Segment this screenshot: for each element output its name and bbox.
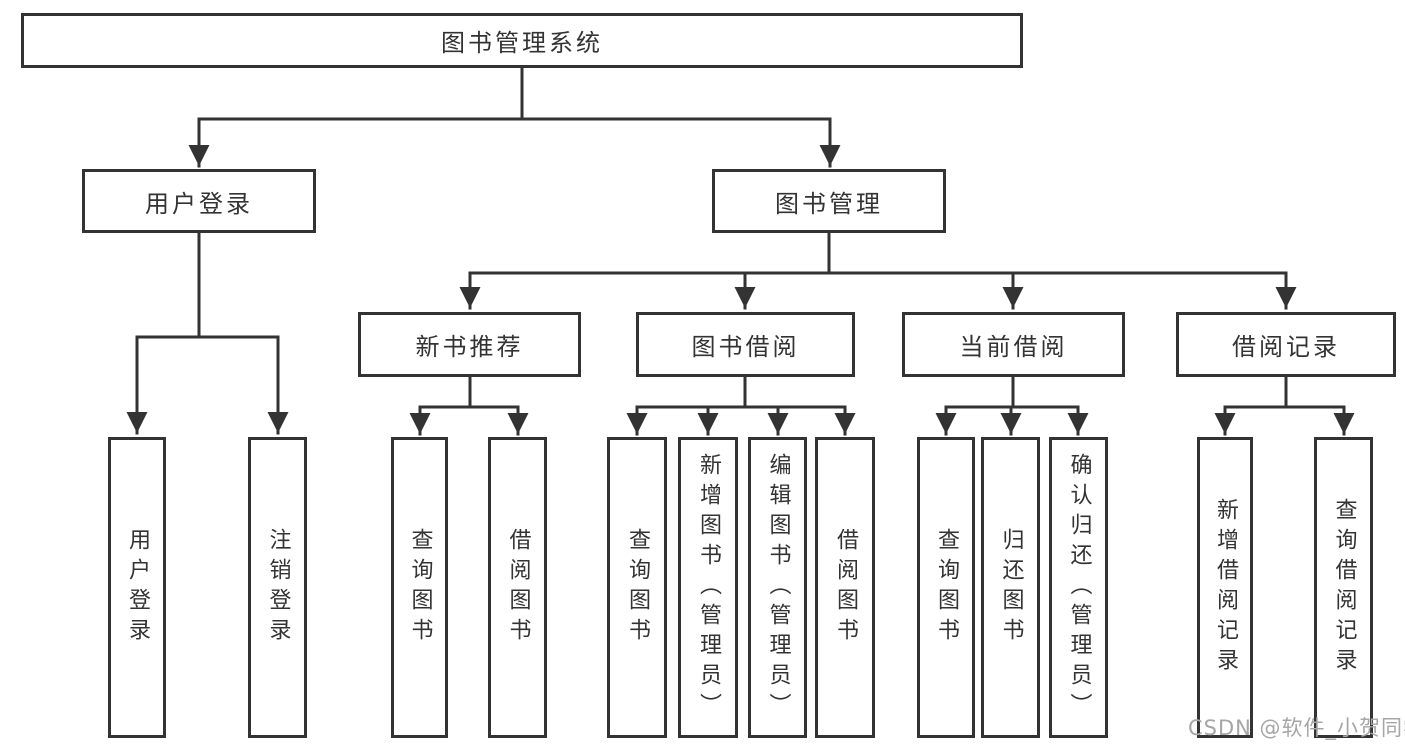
leaf-label: 注销登录 bbox=[265, 527, 291, 648]
edge-book-mgmt-to-modules bbox=[459, 231, 1297, 310]
edge-user-login-to-leaves bbox=[126, 231, 289, 435]
leaf-label: 借阅图书 bbox=[833, 527, 858, 648]
edge-current-to-leaves bbox=[935, 375, 1089, 436]
leaf-label: 借阅图书 bbox=[505, 527, 531, 648]
leaf-label: 查询图书 bbox=[407, 527, 433, 648]
node-book-borrow: 图书借阅 bbox=[636, 312, 855, 377]
leaf-rec-query-books: 查询图书 bbox=[391, 437, 448, 738]
leaf-record-add-borrow-record: 新增借阅记录 bbox=[1197, 437, 1253, 738]
edge-root-to-branches bbox=[188, 66, 841, 168]
edge-borrow-to-leaves bbox=[626, 375, 856, 436]
node-label: 新书推荐 bbox=[415, 333, 524, 361]
node-label: 借阅记录 bbox=[1232, 333, 1340, 361]
leaf-label: 新增借阅记录 bbox=[1213, 497, 1238, 678]
edge-record-to-leaves bbox=[1214, 375, 1355, 436]
leaf-user-login: 用户登录 bbox=[108, 437, 166, 738]
leaf-borrow-borrow-books: 借阅图书 bbox=[815, 437, 875, 738]
leaf-label: 归还图书 bbox=[998, 527, 1024, 648]
node-label: 图书管理 bbox=[775, 189, 883, 218]
node-borrow-record: 借阅记录 bbox=[1176, 312, 1396, 377]
leaf-borrow-edit-books-admin: 编辑图书（管理员） bbox=[748, 437, 807, 738]
node-current-borrow: 当前借阅 bbox=[902, 312, 1125, 377]
leaf-current-query-books: 查询图书 bbox=[917, 437, 975, 738]
leaf-label: 编辑图书（管理员） bbox=[765, 452, 791, 723]
leaf-logout: 注销登录 bbox=[248, 437, 307, 738]
node-user-login: 用户登录 bbox=[82, 169, 316, 233]
leaf-borrow-query-books: 查询图书 bbox=[607, 437, 667, 738]
leaf-current-return-books: 归还图书 bbox=[981, 437, 1040, 738]
leaf-current-confirm-return-admin: 确认归还（管理员） bbox=[1049, 437, 1108, 738]
leaf-label: 确认归还（管理员） bbox=[1066, 452, 1092, 723]
edge-rec-to-leaves bbox=[409, 375, 529, 436]
node-label: 图书借阅 bbox=[691, 333, 800, 361]
node-book-mgmt: 图书管理 bbox=[712, 169, 946, 233]
leaf-label: 查询借阅记录 bbox=[1331, 497, 1357, 678]
leaf-rec-borrow-books: 借阅图书 bbox=[488, 437, 547, 738]
node-label: 用户登录 bbox=[145, 189, 253, 218]
leaf-borrow-add-books-admin: 新增图书（管理员） bbox=[678, 437, 738, 738]
node-label: 当前借阅 bbox=[959, 333, 1068, 361]
leaf-label: 查询图书 bbox=[934, 527, 959, 648]
leaf-label: 用户登录 bbox=[125, 527, 150, 648]
node-root: 图书管理系统 bbox=[21, 13, 1023, 68]
node-label: 图书管理系统 bbox=[441, 29, 603, 57]
leaf-label: 查询图书 bbox=[625, 527, 650, 648]
node-new-book-rec: 新书推荐 bbox=[358, 312, 581, 377]
leaf-record-query-borrow-record: 查询借阅记录 bbox=[1314, 437, 1373, 738]
leaf-label: 新增图书（管理员） bbox=[696, 452, 721, 723]
csdn-watermark: CSDN @软件_小贺同学 bbox=[1188, 716, 1405, 740]
